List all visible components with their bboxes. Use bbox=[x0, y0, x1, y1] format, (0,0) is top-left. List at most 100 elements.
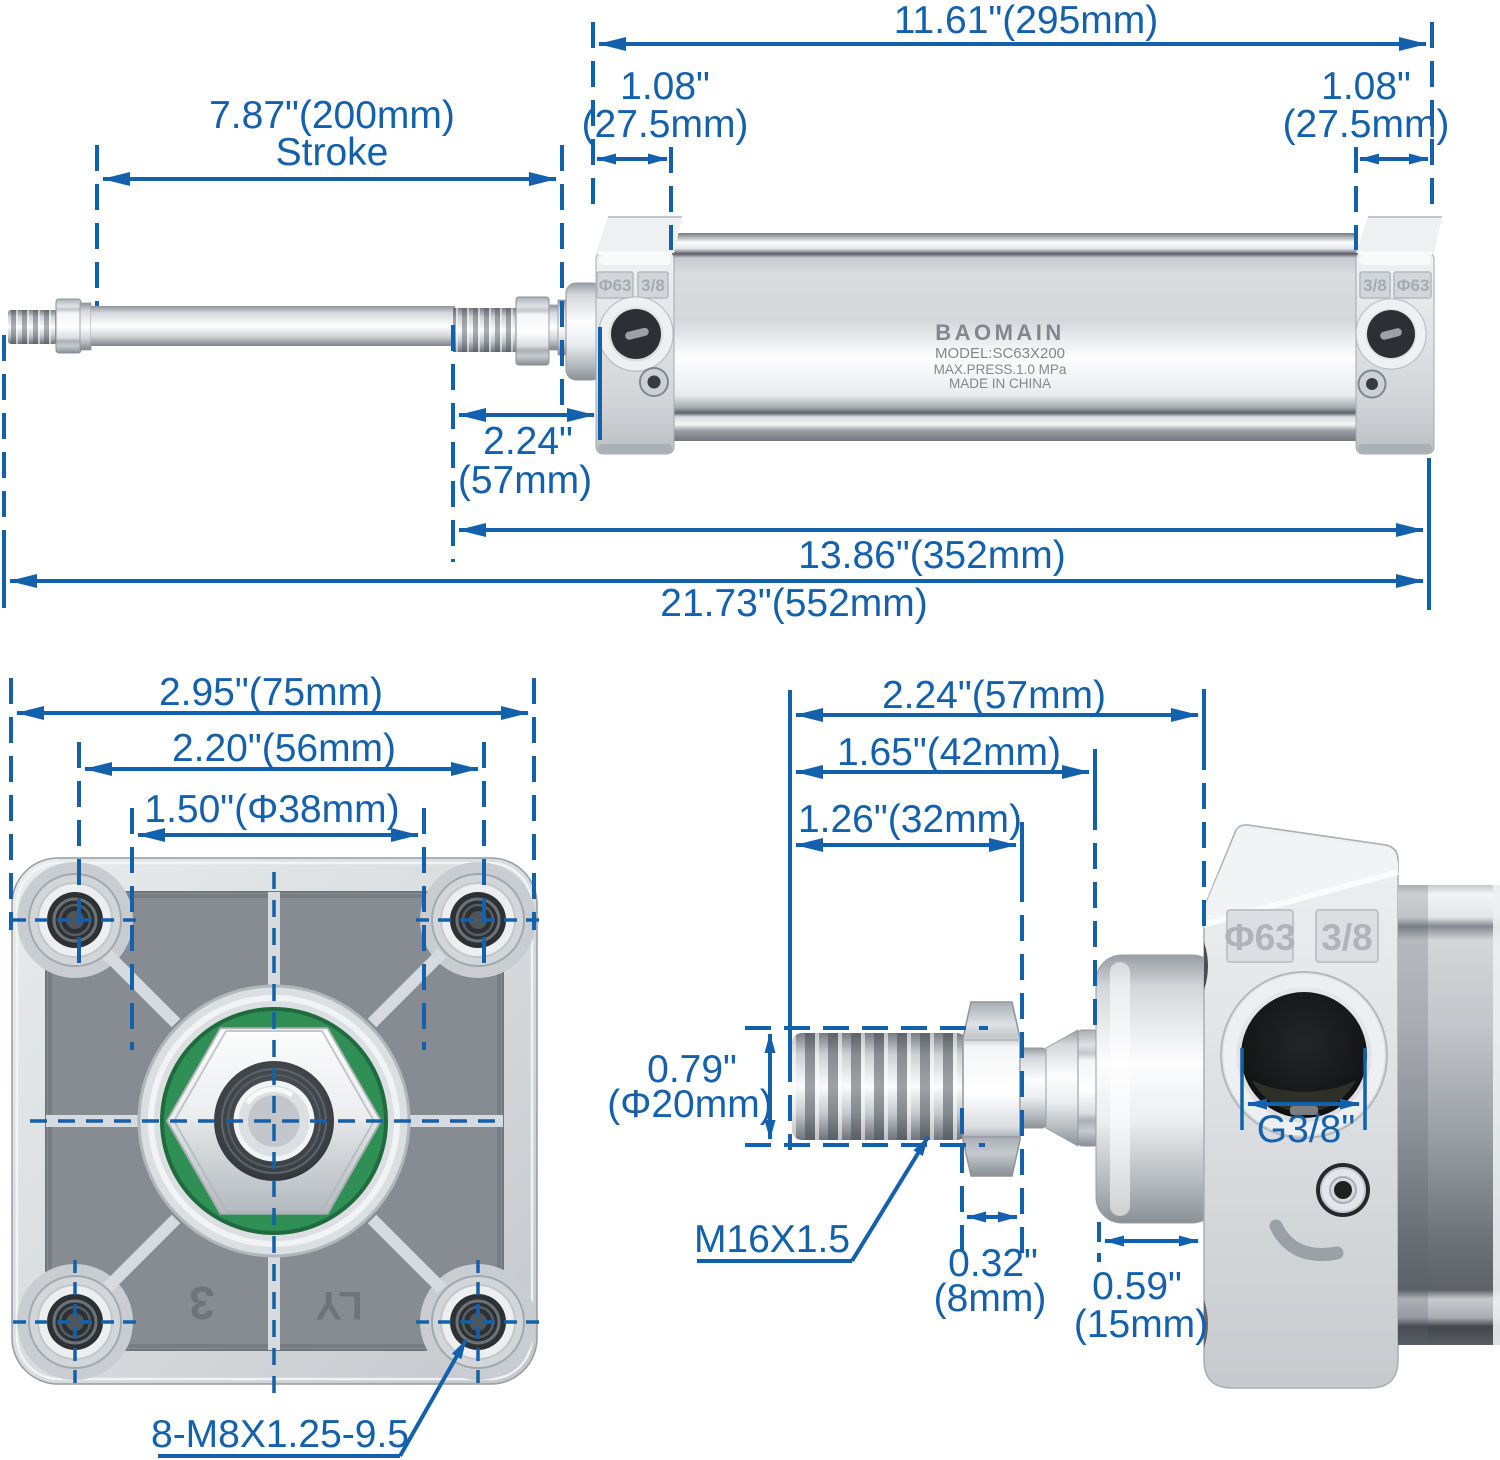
dim-detail-boss-len-mm: (15mm) bbox=[1074, 1303, 1208, 1346]
detail-end-cap: Φ63 3/8 bbox=[1203, 824, 1399, 1389]
dim-stroke: 7.87"(200mm) Stroke bbox=[95, 94, 564, 405]
plate-ribs-line bbox=[367, 948, 447, 1028]
label-mount-thread: 8-M8X1.25-9.5 bbox=[151, 1339, 468, 1458]
dim-stroke-label: Stroke bbox=[276, 131, 389, 174]
cap-stamp-port-right: 3/8 bbox=[1359, 271, 1391, 299]
detail-view-shape bbox=[1493, 885, 1500, 1345]
rod-shaft bbox=[91, 306, 455, 346]
plate-ribs-line bbox=[367, 1214, 447, 1294]
side-view-dimensions: 11.61"(295mm) 1.08" (27.5mm) 1.08" (27.5… bbox=[2, 0, 1450, 625]
embossed-mold-code: LY bbox=[315, 1283, 363, 1327]
cap-stamp-port-text: 3/8 bbox=[641, 276, 665, 295]
bolt-hole-br-shape bbox=[455, 1299, 501, 1345]
detail-end-cap-shape bbox=[1204, 828, 1398, 928]
dim-retracted-length: 13.86"(352mm) bbox=[458, 458, 1431, 610]
embossed-mold-number: 3 bbox=[189, 1277, 215, 1329]
rod-tip-nut bbox=[55, 298, 82, 354]
dim-detail-thread-len-text: 1.26"(32mm) bbox=[798, 798, 1022, 841]
dim-detail-boss-len-in: 0.59" bbox=[1092, 1265, 1182, 1308]
cap-port-hole-shape bbox=[599, 297, 673, 371]
front-view-centerlines bbox=[13, 872, 540, 1400]
tube-markings: BAOMAIN MODEL:SC63X200 MAX.PRESS.1.0 MPa… bbox=[934, 320, 1067, 391]
rear-end-cap-shape bbox=[1358, 444, 1432, 453]
mounting-bolt-holes bbox=[28, 873, 525, 1369]
cap-cushion-screw-shape bbox=[647, 375, 661, 389]
dim-detail-rod-dia-in: 0.79" bbox=[647, 1048, 737, 1091]
dim-detail-thread-len: 1.26"(32mm) bbox=[795, 798, 1024, 1257]
dim-cap-left: 1.08" (27.5mm) bbox=[582, 65, 748, 250]
bolt-hole-tl-shape bbox=[52, 897, 98, 943]
front-end-cap-shape bbox=[596, 217, 682, 253]
dim-detail-nut-width-in: 0.32" bbox=[948, 1242, 1038, 1285]
dim-detail-port-text: G3/8" bbox=[1257, 1108, 1355, 1151]
side-view: Φ63 3/8 bbox=[8, 216, 1442, 455]
plate-ribs-line bbox=[101, 1214, 181, 1294]
dim-detail-port: G3/8" bbox=[1240, 1048, 1367, 1151]
plate-ribs-line bbox=[101, 948, 181, 1028]
detail-collar-cone bbox=[1045, 1029, 1079, 1147]
cap-stamp-port-right-text: 3/8 bbox=[1363, 276, 1387, 295]
rear-end-cap-shape bbox=[1356, 217, 1442, 253]
pressure-marking: MAX.PRESS.1.0 MPa bbox=[934, 362, 1067, 377]
dim-plate-width-text: 2.95"(75mm) bbox=[159, 671, 383, 714]
detail-end-cap-shape bbox=[1204, 1300, 1208, 1348]
cap-cushion-screw bbox=[639, 367, 669, 397]
dim-detail-total: 2.24"(57mm) bbox=[788, 674, 1206, 1150]
piston-rod bbox=[8, 282, 603, 381]
dim-detail-rod-dia: 0.79" (Φ20mm) bbox=[607, 1026, 988, 1147]
center-boss-shape bbox=[244, 1086, 294, 1105]
dim-boss-diameter-text: 1.50"(Φ38mm) bbox=[144, 788, 399, 831]
cap-stamp-bore: Φ63 bbox=[596, 271, 634, 299]
front-end-cap: Φ63 3/8 bbox=[595, 216, 682, 455]
rear-end-cap-shape bbox=[1359, 255, 1431, 265]
dim-overall-length: 21.73"(552mm) bbox=[2, 335, 1424, 625]
dim-detail-boss-len: 0.59" (15mm) bbox=[1074, 1222, 1208, 1346]
bolt-hole-bl bbox=[28, 1275, 122, 1369]
dim-cap-right-in: 1.08" bbox=[1321, 65, 1411, 108]
detail-gland-boss-shape bbox=[1110, 962, 1130, 1216]
dim-cap-left-in: 1.08" bbox=[620, 65, 710, 108]
rear-cushion-screw-shape bbox=[1366, 378, 1378, 390]
cap-stamp-bore-right-shape bbox=[1393, 271, 1432, 299]
dim-detail-shoulder-text: 1.65"(42mm) bbox=[837, 731, 1061, 774]
rear-cushion-screw bbox=[1357, 369, 1387, 399]
cap-side-port-sliver bbox=[1204, 942, 1208, 990]
cap-cast-mark bbox=[1269, 1219, 1344, 1261]
rod-tip-nut-shape bbox=[55, 298, 82, 354]
dim-stroke-text: 7.87"(200mm) bbox=[209, 94, 455, 137]
detail-rod-nut-shape bbox=[962, 1001, 1021, 1177]
label-rod-thread: M16X1.5 bbox=[694, 1135, 930, 1263]
detail-stamp-bore-text: Φ63 bbox=[1224, 917, 1296, 958]
cap-stamp-port: 3/8 bbox=[637, 271, 669, 299]
front-end-cap-shape bbox=[599, 255, 671, 265]
detail-view-shape bbox=[792, 1033, 967, 1140]
detail-port-hole-shape bbox=[1241, 992, 1367, 1118]
detail-view-dimensions: 2.24"(57mm) 1.65"(42mm) 1.26"(32mm) 0.79… bbox=[607, 674, 1367, 1346]
cap-stamp-bore-shape bbox=[596, 271, 634, 299]
detail-stamp-port-shape bbox=[1315, 909, 1379, 963]
rod-lock-nut bbox=[515, 296, 550, 366]
dim-cap-right-mm: (27.5mm) bbox=[1283, 103, 1450, 146]
bolt-hole-tr bbox=[431, 873, 525, 967]
dim-retracted-length-text: 13.86"(352mm) bbox=[798, 534, 1065, 577]
rod-tip-washer bbox=[79, 302, 92, 351]
bolt-hole-tl bbox=[28, 873, 122, 967]
dim-bolt-spacing: 2.20"(56mm) bbox=[77, 727, 486, 975]
dim-detail-rod-dia-mm: (Φ20mm) bbox=[607, 1083, 772, 1126]
dim-boss-diameter: 1.50"(Φ38mm) bbox=[130, 788, 426, 1050]
dim-body-length-text: 11.61"(295mm) bbox=[894, 0, 1159, 42]
label-mount-thread-line bbox=[398, 1339, 468, 1457]
cap-stamp-bore-right: Φ63 bbox=[1393, 271, 1432, 299]
dim-detail-nut-width-mm: (8mm) bbox=[934, 1277, 1047, 1320]
detail-collar-2 bbox=[1077, 1029, 1099, 1147]
cap-stamp-port-right-shape bbox=[1359, 271, 1391, 299]
dim-cap-right: 1.08" (27.5mm) bbox=[1283, 65, 1450, 250]
detail-rod-nut bbox=[962, 1001, 1021, 1177]
detail-view: Φ63 3/8 bbox=[792, 824, 1500, 1389]
brand-marking: BAOMAIN bbox=[935, 320, 1065, 345]
detail-view-shape bbox=[1398, 885, 1428, 1345]
cap-port-hole bbox=[598, 296, 674, 372]
dim-body-length: 11.61"(295mm) bbox=[591, 0, 1434, 213]
front-end-cap-shape bbox=[598, 444, 672, 453]
